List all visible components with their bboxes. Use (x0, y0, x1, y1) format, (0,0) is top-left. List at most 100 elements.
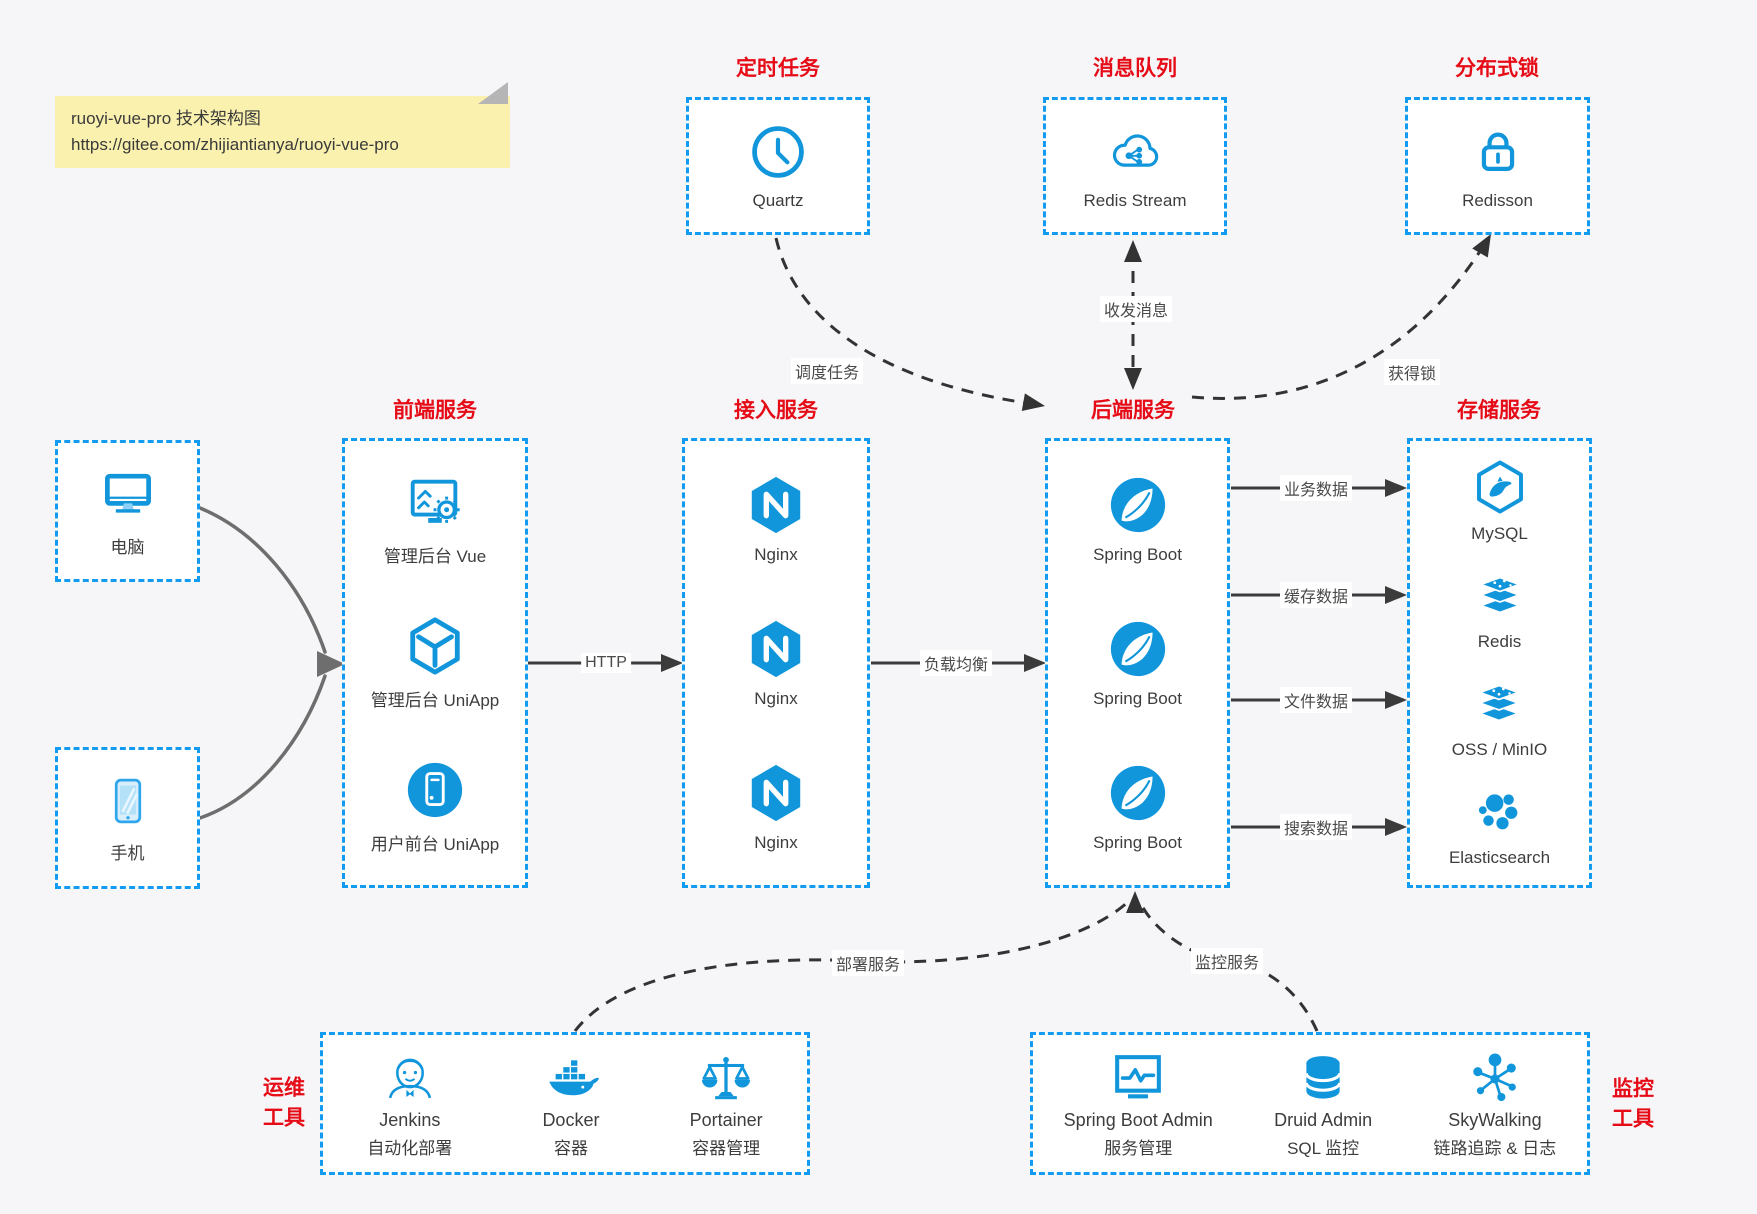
redis-stream-box[interactable]: Redis Stream (1043, 97, 1227, 235)
node-admin-uniapp[interactable]: 管理后台 UniApp (371, 615, 499, 711)
cloud-stream-icon (1112, 133, 1159, 167)
user-uniapp-label: 用户前台 UniApp (370, 835, 500, 854)
node-portainer[interactable]: Portainer 容器管理 (690, 1049, 763, 1159)
node-quartz[interactable]: Quartz (748, 122, 808, 211)
nginx-label: Nginx (754, 544, 798, 564)
docker-desc: 容器 (553, 1138, 588, 1158)
node-phone[interactable]: 手机 (99, 772, 157, 864)
storage-box[interactable]: MySQL Redis (1407, 438, 1592, 888)
node-druid-admin[interactable]: Druid Admin SQL 监控 (1274, 1049, 1372, 1159)
spring-boot-icon (1110, 621, 1165, 676)
node-mysql[interactable]: MySQL (1471, 459, 1528, 544)
springboot-label: Spring Boot (1093, 544, 1182, 564)
gateway-box[interactable]: Nginx Nginx Nginx (682, 438, 870, 888)
nginx-icon (751, 620, 801, 677)
skywalking-name: SkyWalking (1448, 1109, 1542, 1130)
phone-label: 手机 (110, 844, 145, 863)
docker-name: Docker (542, 1109, 600, 1130)
jenkins-desc: 自动化部署 (367, 1138, 453, 1158)
node-redis[interactable]: Redis (1472, 567, 1528, 652)
jenkins-icon (388, 1058, 431, 1098)
edge-label-load-balance: 负载均衡 (919, 650, 993, 676)
storage-title: 存储服务 (1457, 399, 1541, 422)
uniapp-cube-icon (410, 617, 460, 675)
backend-box[interactable]: Spring Boot Spring Boot Spring Boot (1045, 438, 1230, 888)
node-user-uniapp[interactable]: 用户前台 UniApp (371, 759, 499, 855)
oss-stack-icon (1477, 684, 1522, 721)
nginx-label: Nginx (754, 688, 798, 708)
node-oss-minio[interactable]: OSS / MinIO (1452, 675, 1547, 760)
node-redisson[interactable]: Redisson (1462, 122, 1533, 211)
portainer-desc: 容器管理 (692, 1138, 761, 1158)
node-jenkins[interactable]: Jenkins 自动化部署 (367, 1049, 452, 1159)
desktop-icon (104, 473, 151, 513)
node-redis-stream[interactable]: Redis Stream (1083, 122, 1187, 211)
quartz-box[interactable]: Quartz (686, 97, 870, 235)
spring-boot-icon (1110, 765, 1165, 820)
note-url: https://gitee.com/zhijiantianya/ruoyi-vu… (71, 135, 399, 154)
solid-arrowheads (661, 479, 1407, 836)
node-elasticsearch[interactable]: Elasticsearch (1449, 783, 1550, 868)
pc-label: 电脑 (110, 538, 145, 557)
skywalking-desc: 链路追踪 & 日志 (1433, 1138, 1557, 1158)
sticky-note[interactable]: ruoyi-vue-pro 技术架构图 https://gitee.com/zh… (55, 82, 510, 168)
node-admin-vue[interactable]: 管理后台 Vue (384, 471, 486, 567)
frontend-title: 前端服务 (393, 399, 477, 422)
edge-label-deploy: 部署服务 (831, 950, 905, 976)
oss-minio-label: OSS / MinIO (1451, 739, 1548, 759)
monitor-tools-box[interactable]: Spring Boot Admin 服务管理 Druid Admin SQL 监… (1030, 1032, 1590, 1175)
ops-tools-box[interactable]: Jenkins 自动化部署 Docker 容器 (320, 1032, 810, 1175)
edge-label-cache: 缓存数据 (1279, 582, 1353, 608)
node-docker[interactable]: Docker 容器 (541, 1049, 601, 1159)
monitor-chart-icon (1115, 1054, 1162, 1098)
lock-icon (1481, 132, 1514, 171)
quartz-label: Quartz (752, 190, 804, 210)
phone-box[interactable]: 手机 (55, 747, 200, 889)
elasticsearch-label: Elasticsearch (1448, 847, 1551, 867)
portainer-scales-icon (702, 1056, 751, 1099)
portainer-name: Portainer (689, 1109, 763, 1130)
note-title: ruoyi-vue-pro 技术架构图 (71, 109, 261, 128)
node-spring-boot-admin[interactable]: Spring Boot Admin 服务管理 (1064, 1049, 1213, 1159)
druid-name: Druid Admin (1274, 1109, 1373, 1130)
node-springboot-2[interactable]: Spring Boot (1093, 618, 1182, 709)
edge-label-business: 业务数据 (1279, 475, 1353, 501)
jenkins-name: Jenkins (379, 1109, 441, 1130)
edge-label-schedule: 调度任务 (790, 358, 864, 384)
node-skywalking[interactable]: SkyWalking 链路追踪 & 日志 (1433, 1049, 1557, 1159)
node-nginx-2[interactable]: Nginx (745, 618, 807, 709)
admin-vue-icon (410, 479, 460, 523)
redisson-label: Redisson (1462, 190, 1533, 210)
phone-icon (114, 778, 141, 824)
redis-stack-icon (1477, 576, 1522, 613)
node-springboot-1[interactable]: Spring Boot (1093, 474, 1182, 565)
spring-boot-icon (1110, 477, 1165, 532)
pc-box[interactable]: 电脑 (55, 440, 200, 582)
node-nginx-3[interactable]: Nginx (745, 762, 807, 853)
edge-label-file: 文件数据 (1279, 687, 1353, 713)
edge-label-monitor: 监控服务 (1190, 948, 1264, 974)
node-nginx-1[interactable]: Nginx (745, 474, 807, 565)
druid-desc: SQL 监控 (1287, 1138, 1360, 1158)
scheduler-group-title: 定时任务 (736, 57, 820, 80)
client-arrowhead (317, 651, 345, 677)
nginx-label: Nginx (754, 832, 798, 852)
redis-label: Redis (1477, 631, 1522, 651)
frontend-box[interactable]: 管理后台 Vue 管理后台 UniApp 用户前台 UniApp (342, 438, 528, 888)
redis-stream-label: Redis Stream (1083, 190, 1187, 210)
mq-group-title: 消息队列 (1093, 57, 1177, 80)
mysql-label: MySQL (1471, 523, 1528, 543)
redisson-box[interactable]: Redisson (1405, 97, 1590, 235)
user-app-icon (407, 762, 463, 818)
edge-label-message: 收发消息 (1099, 296, 1173, 322)
admin-vue-label: 管理后台 Vue (383, 547, 487, 566)
node-springboot-3[interactable]: Spring Boot (1093, 762, 1182, 853)
monitor-tools-title: 监控 工具 (1612, 1077, 1654, 1131)
topology-graph-icon (1473, 1053, 1516, 1101)
sba-desc: 服务管理 (1104, 1138, 1173, 1158)
ops-tools-title: 运维 工具 (263, 1076, 305, 1130)
dashed-arrowheads (1021, 234, 1491, 913)
nginx-icon (751, 764, 801, 821)
node-pc[interactable]: 电脑 (96, 464, 160, 558)
